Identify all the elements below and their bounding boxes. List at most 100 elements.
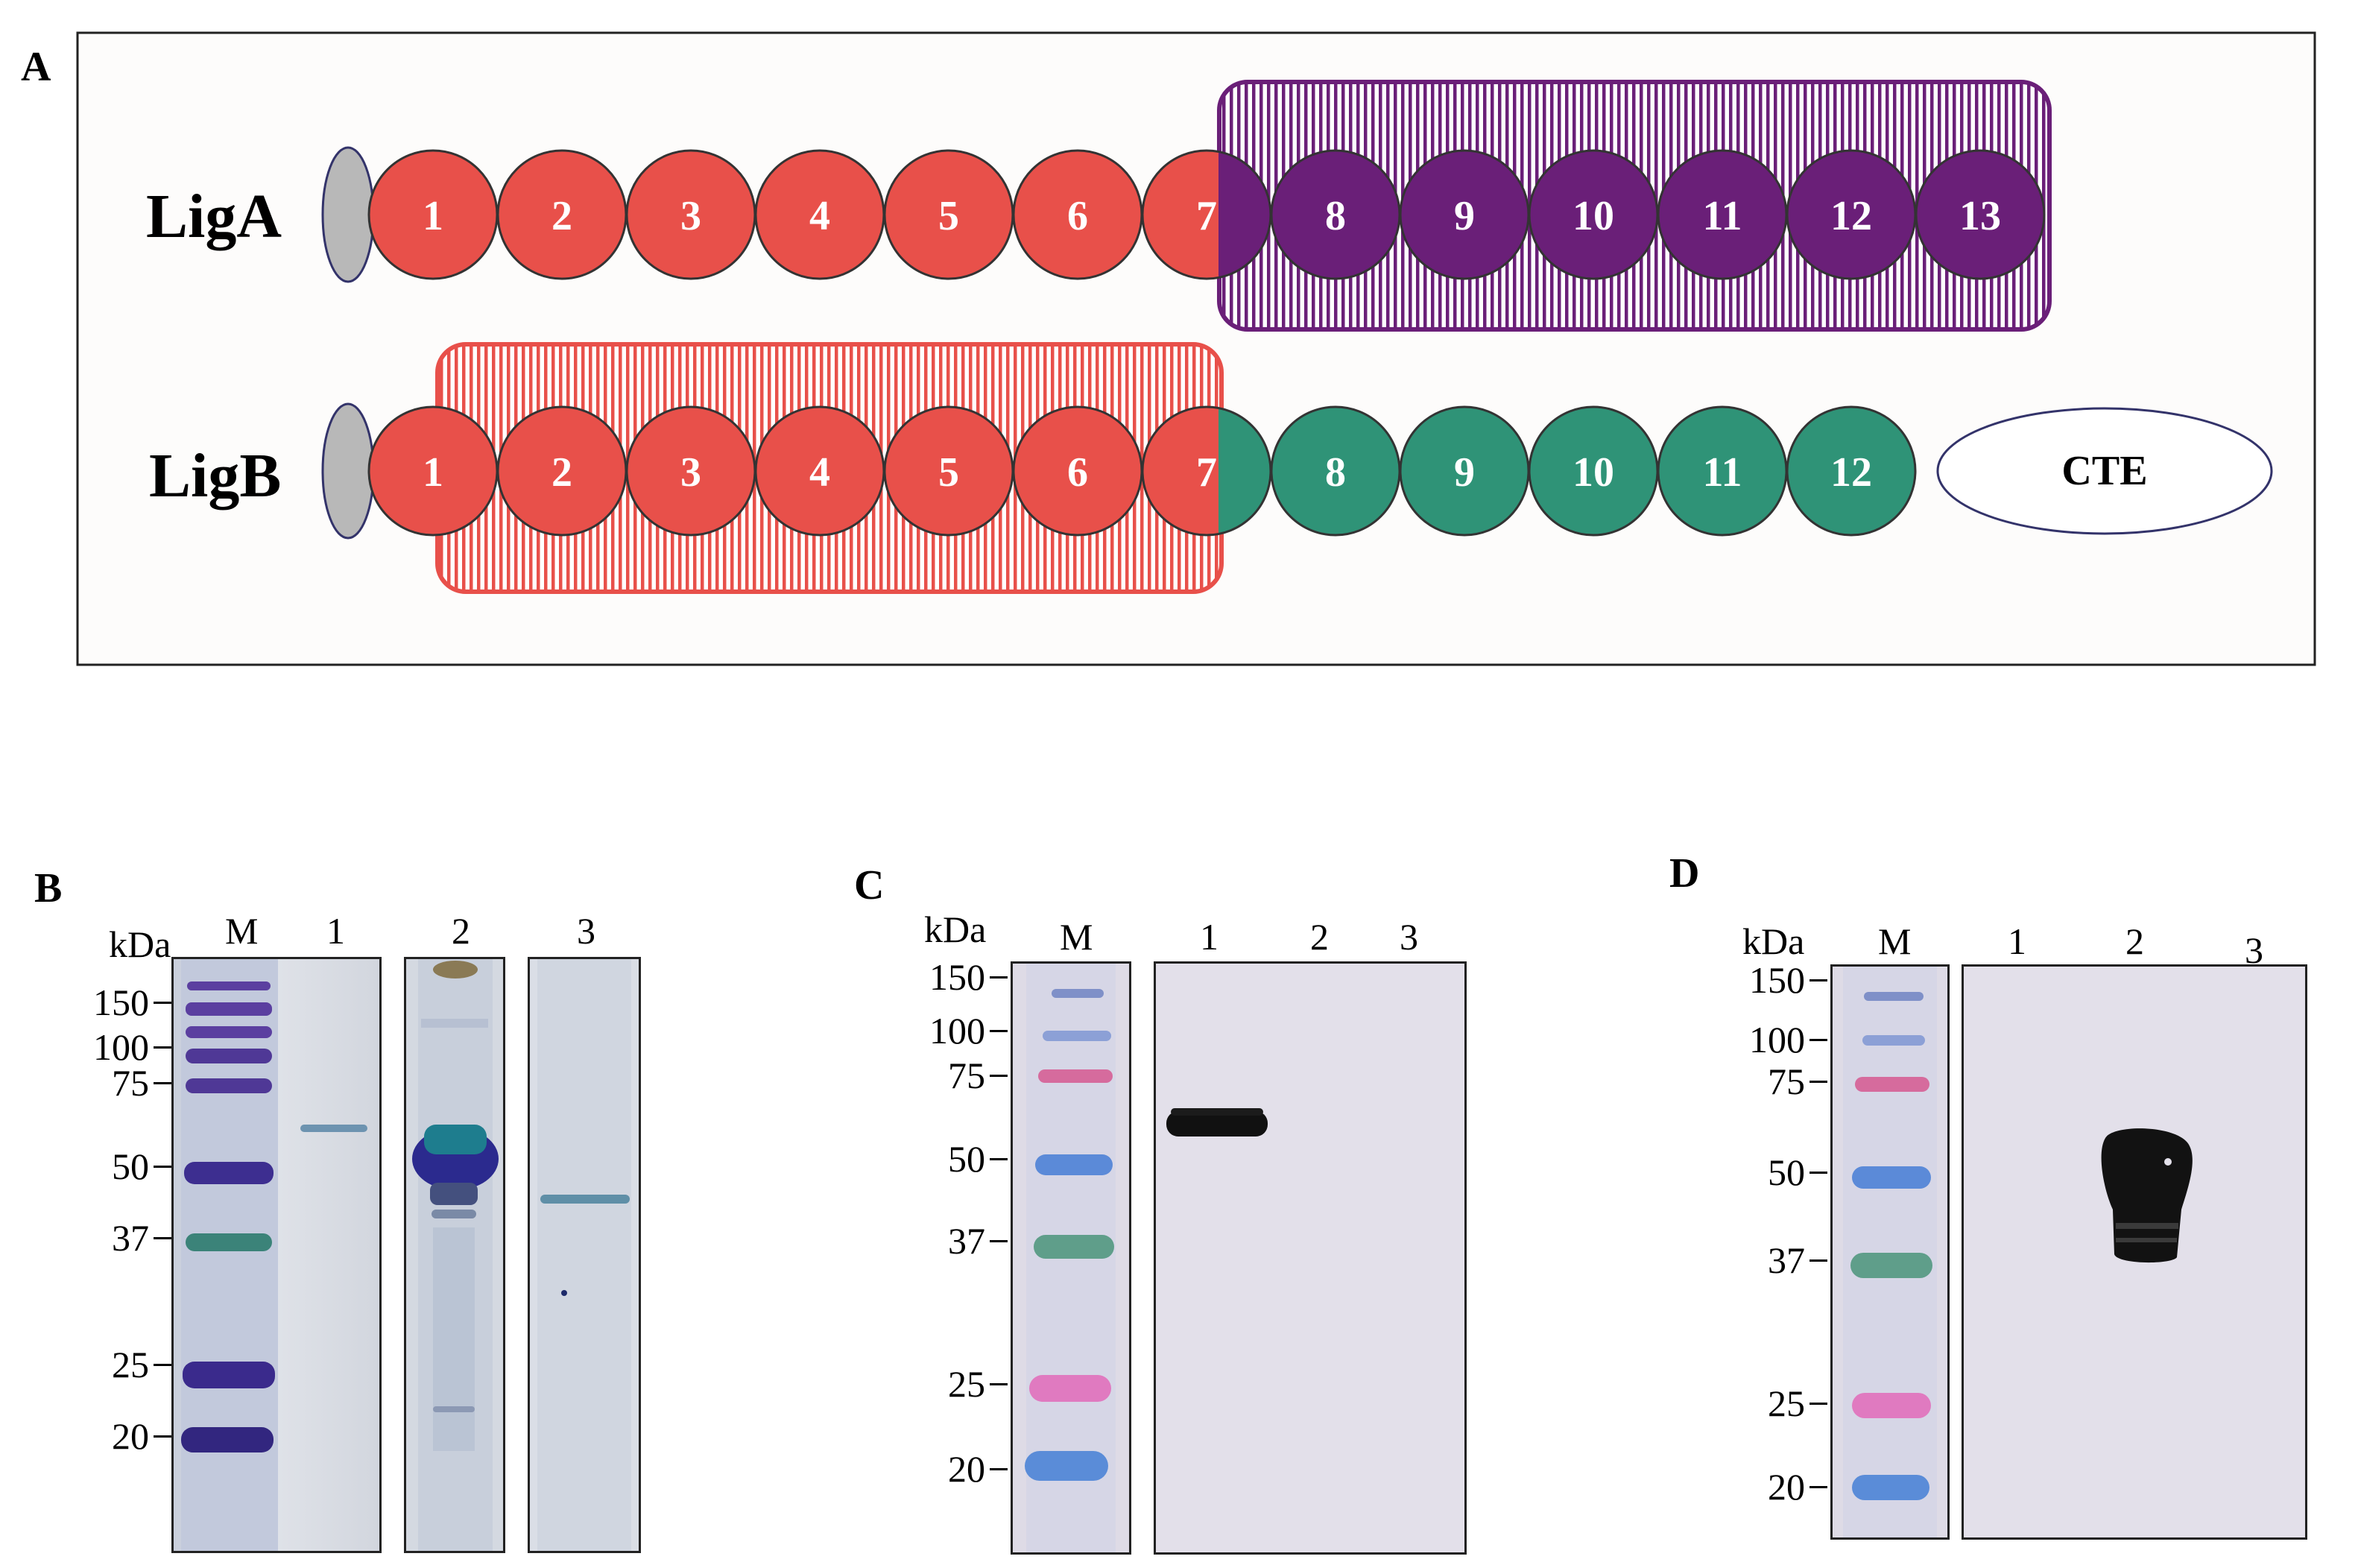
- panel-b-marker-50: 50: [112, 1145, 149, 1187]
- panel-d-tick-150: [1809, 979, 1827, 981]
- d-marker-band: [1864, 992, 1924, 1001]
- panel-b-lane-2: 2: [452, 910, 470, 952]
- panel-d-tick-50: [1809, 1172, 1827, 1174]
- panel-c-tick-50: [990, 1158, 1008, 1160]
- b-marker-band: [187, 981, 271, 990]
- ligb-anchor-oval: [321, 402, 375, 540]
- panel-c-lane-3: 3: [1400, 916, 1418, 958]
- panel-c-lane-1: 1: [1200, 916, 1218, 958]
- panel-c-marker-membrane: [1011, 961, 1131, 1555]
- d-marker-band: [1852, 1475, 1929, 1500]
- d-marker-band: [1850, 1253, 1932, 1278]
- panel-d-blot-membrane: [1962, 964, 2307, 1540]
- b-marker-band: [181, 1427, 274, 1452]
- c-marker-band: [1038, 1069, 1113, 1083]
- panel-c-tick-75: [990, 1075, 1008, 1077]
- ligb-domain-10-label: 10: [1572, 449, 1614, 496]
- panel-c-tick-25: [990, 1383, 1008, 1385]
- d-marker-band: [1852, 1393, 1931, 1418]
- liga-domain-4-label: 4: [809, 193, 830, 239]
- panel-c-tick-20: [990, 1468, 1008, 1470]
- panel-d-lane-m: M: [1878, 920, 1912, 962]
- panel-d-marker-50: 50: [1768, 1151, 1805, 1193]
- d-marker-band: [1855, 1077, 1929, 1092]
- b-lane3-band: [540, 1195, 630, 1204]
- ligb-domain-11-label: 11: [1703, 449, 1742, 496]
- c-marker-band: [1043, 1031, 1111, 1041]
- ligb-domain-7-circle: [1142, 407, 1218, 535]
- liga-domain-8-label: 8: [1325, 193, 1346, 239]
- panel-c-tick-150: [990, 976, 1008, 979]
- panel-d-marker-100: 100: [1749, 1019, 1805, 1060]
- panel-d-marker-75: 75: [1768, 1060, 1805, 1102]
- panel-c-lane-2: 2: [1310, 916, 1329, 958]
- panel-c-marker-50: 50: [948, 1138, 985, 1180]
- panel-d-tick-37: [1809, 1259, 1827, 1262]
- panel-b-tick-150: [154, 1002, 171, 1004]
- b-marker-band: [186, 1078, 272, 1093]
- panel-c-marker-25: 25: [948, 1363, 985, 1405]
- b-marker-band: [186, 1026, 272, 1038]
- panel-a-letter: A: [21, 44, 51, 90]
- c-marker-band: [1052, 989, 1104, 998]
- liga-domain-13-circle: [1915, 149, 2046, 280]
- b-marker-band: [186, 1233, 272, 1251]
- panel-c-marker-150: 150: [929, 956, 985, 998]
- panel-b-marker-150: 150: [93, 981, 149, 1023]
- d-marker-band: [1852, 1166, 1931, 1189]
- ligb-label: LigB: [149, 441, 281, 510]
- panel-b-tick-25: [154, 1364, 171, 1366]
- b-lane1-band: [300, 1125, 367, 1132]
- liga-domain-2-label: 2: [551, 193, 572, 239]
- ligb-domain-4-label: 4: [809, 449, 830, 496]
- b-marker-band: [184, 1162, 274, 1184]
- c-marker-band: [1034, 1235, 1114, 1259]
- panel-b-tick-37: [154, 1237, 171, 1239]
- panel-d-tick-100: [1809, 1039, 1827, 1041]
- panel-d-tick-75: [1809, 1081, 1827, 1083]
- panel-d-marker-20: 20: [1768, 1466, 1805, 1508]
- liga-domain-7-circle-right: [1218, 151, 1271, 278]
- panel-d-marker-25: 25: [1768, 1382, 1805, 1424]
- panel-b-tick-100: [154, 1046, 171, 1049]
- b-marker-band: [183, 1362, 275, 1388]
- panel-b-gel-3: [528, 957, 641, 1553]
- liga-anchor-oval: [321, 146, 375, 283]
- panel-c-marker-20: 20: [948, 1448, 985, 1490]
- panel-b-marker-37: 37: [112, 1217, 149, 1259]
- ligb-cte-label: CTE: [2061, 448, 2147, 494]
- ligb-cte-oval: [1936, 407, 2273, 535]
- c-marker-band: [1029, 1375, 1111, 1402]
- panel-d-letter: D: [1669, 850, 1700, 897]
- b-marker-band: [186, 1049, 272, 1063]
- panel-c-tick-100: [990, 1030, 1008, 1032]
- d-marker-band: [1862, 1035, 1925, 1046]
- liga-domain-7-circle: [1142, 151, 1218, 279]
- panel-b-marker-25: 25: [112, 1344, 149, 1385]
- ligb-domain-9-label: 9: [1454, 449, 1475, 496]
- ligb-domain-12-circle: [1786, 405, 1917, 537]
- liga-domain-10-label: 10: [1572, 193, 1614, 239]
- panel-d-marker-150: 150: [1749, 959, 1805, 1001]
- panel-d-lane-1: 1: [2008, 920, 2026, 962]
- liga-label: LigA: [146, 182, 282, 251]
- c-marker-band: [1025, 1451, 1108, 1481]
- liga-domain-5-label: 5: [938, 193, 959, 239]
- panel-d-marker-membrane: [1830, 964, 1950, 1540]
- panel-b-lane-1: 1: [326, 910, 345, 952]
- ligb-domain-3-label: 3: [680, 449, 701, 496]
- panel-b-gel-2: [404, 957, 505, 1553]
- ligb-domain-2-label: 2: [551, 449, 572, 496]
- liga-domain-7-label: 7: [1196, 193, 1217, 239]
- liga-domain-12-label: 12: [1830, 193, 1872, 239]
- panel-b-kda-label: kDa: [109, 923, 171, 965]
- ligb-domain-5-label: 5: [938, 449, 959, 496]
- panel-c-blot-membrane: [1154, 961, 1467, 1555]
- panel-b-gel-m-1: [171, 957, 382, 1553]
- panel-d-marker-37: 37: [1768, 1239, 1805, 1281]
- panel-c-letter: C: [854, 862, 885, 908]
- ligb-domain-8-label: 8: [1325, 449, 1346, 496]
- panel-c-marker-37: 37: [948, 1220, 985, 1262]
